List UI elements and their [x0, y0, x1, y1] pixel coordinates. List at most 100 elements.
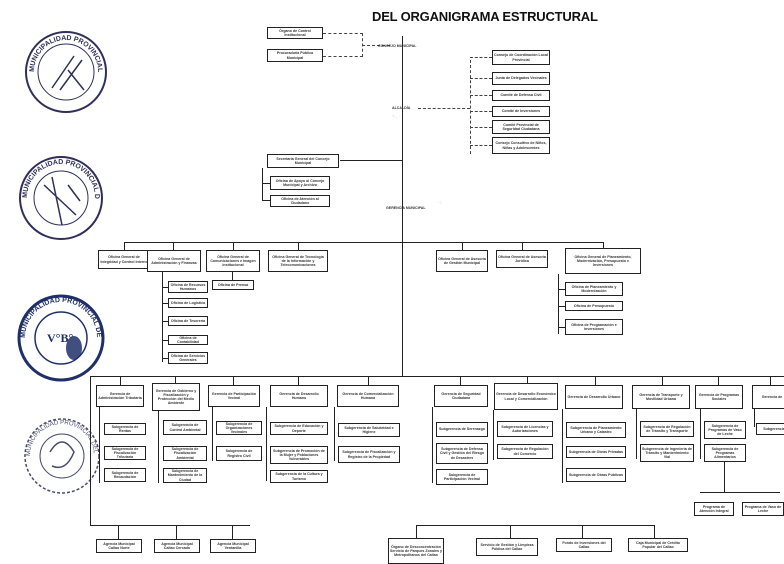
- box-subgerencia-obras-privadas: Subgerencia de Obras Privadas: [566, 446, 626, 458]
- connector-of-7: [603, 242, 604, 250]
- label-gerencia-municipal: GERENCIA MUNICIPAL: [386, 206, 426, 210]
- box-oficina-contabilidad: Oficina de Contabilidad: [168, 335, 208, 345]
- box-subgerencia-recaudacion: Subgerencia de Recaudación: [104, 468, 146, 482]
- box-oficina-servicios-generales: Oficina de Servicios Generales: [168, 352, 208, 364]
- box-junta-delegados: Junta de Delegados Vecinales: [492, 72, 550, 85]
- box-gerencia-comercializacion: Gerencia de Comercialización Humana: [337, 385, 399, 407]
- connector-g-2: [175, 376, 176, 385]
- seal-text: MUNICIPALIDAD PROVINCIAL DEL CALLAO: [24, 30, 103, 73]
- connector-sec-sub-2: [262, 200, 270, 201]
- box-servicio-limpieza: Servicio de Gestión y Limpieza Pública d…: [476, 538, 538, 556]
- box-oficina-comunicaciones: Oficina General de Comunicaciones e Imag…: [206, 250, 260, 272]
- box-oficina-apoyo-concejo: Oficina de Apoyo al Concejo Municipal y …: [270, 176, 330, 190]
- connector-control: [323, 33, 363, 34]
- connector-alcaldia-consult: [418, 108, 470, 109]
- connector-concejo: [362, 45, 390, 46]
- box-subgerencia-rentas: Subgerencia de Rentas: [104, 423, 146, 435]
- connector-oficinas-horizontal: [124, 242, 604, 243]
- box-subgerencia-mantenimiento: Subgerencia de Mantenimiento de la Ciuda…: [163, 468, 207, 483]
- connector-prensa: [232, 272, 233, 280]
- connector-b-1: [118, 525, 119, 539]
- box-subgerencia-licencias: Subgerencia de Licencias y Autorizacione…: [497, 421, 553, 437]
- connector-of-5: [462, 242, 463, 250]
- box-gerencia-partial: Gerencia de: [752, 385, 784, 409]
- box-subgerencia-regulacion-comercio: Subgerencia de Regulación del Comercio: [497, 444, 553, 459]
- box-oficina-presupuesto: Oficina de Presupuesto: [565, 301, 623, 311]
- box-oficina-planeamiento: Oficina General de Planeamiento, Moderni…: [565, 248, 641, 274]
- vb-mark: V°B°: [47, 331, 73, 345]
- box-oficina-asesoria-juridica: Oficina General de Asesoría Jurídica: [496, 250, 548, 268]
- box-subgerencia-ingenieria-transito: Subgerencia de Ingeniería de Tránsito y …: [640, 444, 694, 462]
- connector-admin-5: [162, 358, 168, 359]
- connector-g-8: [595, 376, 596, 385]
- svg-text:MUNICIPALIDAD PROVINCIAL DEL C: MUNICIPALIDAD PROVINCIAL DEL CALLAO: [24, 30, 103, 73]
- box-oficina-planeamiento-modernizacion: Oficina de Planeamiento y Modernización: [565, 282, 623, 296]
- box-comite-defensa-civil: Comité de Defensa Civil: [492, 90, 550, 101]
- box-oficina-rrhh: Oficina de Recursos Humanos: [168, 281, 208, 293]
- box-subgerencia-fiscalizacion-registro: Subgerencia de Fiscalización y Registro …: [338, 446, 400, 463]
- connector-g10-programs-h: [700, 492, 780, 493]
- label-concejo: CONCEJO MUNICIPAL: [378, 44, 417, 48]
- box-fondo-inversiones: Fondo de Inversiones del Callao: [556, 538, 612, 552]
- box-subgerencia-planeamiento-urbano: Subgerencia de Planeamiento Urbano y Cat…: [566, 422, 626, 438]
- connector-g9-sub: [636, 409, 637, 459]
- label-alcaldia: ALCALDÍA: [392, 106, 411, 110]
- connector-g-10: [718, 376, 719, 385]
- box-subgerencia-serenazgo: Subgerencia de Serenazgo: [436, 422, 488, 437]
- box-subgerencia-programas-alimentarios: Subgerencia de Programas Alimentarios: [704, 444, 746, 462]
- connector-consult-6: [470, 145, 492, 146]
- connector-g-4: [298, 376, 299, 385]
- box-oficina-administracion: Oficina General de Administración y Fina…: [147, 250, 201, 272]
- box-subgerencia-cultura: Subgerencia de la Cultura y Turismo: [270, 470, 328, 483]
- page-title: DEL ORGANIGRAMA ESTRUCTURAL: [372, 9, 598, 24]
- seal-vb-presupuesto: MUNICIPALIDAD PROVINCIAL DEL CALLAO V°B°: [16, 290, 106, 386]
- connector-g3-sub: [212, 407, 213, 461]
- box-subgerencia-educacion: Subgerencia de Educación y Deporte: [270, 422, 328, 435]
- connector-admin-4: [162, 340, 168, 341]
- box-subgerencia-partial: Subgerencia: [756, 423, 784, 435]
- connector-g-6: [460, 376, 461, 385]
- box-subgerencia-control-ambiental: Subgerencia de Control Ambiental: [163, 420, 207, 435]
- connector-admin-2: [162, 303, 168, 304]
- box-oficina-asesoria-gestion: Oficina General de Asesoría de Gestión M…: [436, 250, 488, 272]
- connector-admin-3: [162, 321, 168, 322]
- connector-g1-sub: [99, 407, 100, 483]
- connector-b-2: [176, 525, 177, 539]
- connector-consult-vertical: [470, 60, 471, 154]
- box-gerencia-administracion-tributaria: Gerencia de Administración Tributaria: [96, 385, 144, 407]
- connector-g8-sub: [562, 409, 563, 483]
- connector-consult-1: [470, 57, 492, 58]
- box-oficina-logistica: Oficina de Logística: [168, 298, 208, 308]
- box-gerencia-transporte: Gerencia de Transporte y Movilidad Urban…: [632, 385, 690, 409]
- connector-plan-1: [558, 289, 565, 290]
- box-consejo-coordinacion: Consejo de Coordinación Local Provincial: [492, 50, 550, 65]
- box-oficina-integridad: Oficina General de Integridad y Control …: [98, 250, 150, 269]
- box-organo-control: Órgano de Control Institucional: [267, 27, 323, 39]
- connector-consult-5: [470, 127, 492, 128]
- connector-g6-sub: [432, 407, 433, 483]
- box-oficina-tecnologia: Oficina General de Tecnología de la Info…: [268, 250, 328, 272]
- box-gerencia-desarrollo-humano: Gerencia de Desarrollo Humano: [270, 385, 328, 407]
- box-gerencia-participacion-vecinal: Gerencia de Participación Vecinal: [208, 385, 260, 407]
- connector-left-trunk: [90, 376, 91, 526]
- box-subgerencia-fiscalizacion-ambiental: Subgerencia de Fiscalización Ambiental: [163, 446, 207, 461]
- box-agencia-ventanilla: Agencia Municipal Ventanilla: [210, 539, 256, 553]
- box-caja-municipal: Caja Municipal de Crédito Popular del Ca…: [628, 538, 688, 552]
- connector-g11-sub: [754, 409, 755, 427]
- connector-g10-programs: [724, 462, 725, 492]
- box-gerencia-gobierno-fiscalizacion: Gerencia de Gobierno y Fiscalización y P…: [152, 383, 200, 411]
- box-comite-seguridad: Comité Provincial de Seguridad Ciudadana: [492, 120, 550, 134]
- box-oficina-programacion-inversiones: Oficina de Programación e Inversiones: [565, 319, 623, 335]
- connector-g4-sub: [266, 407, 267, 481]
- connector-gerencias-horizontal: [90, 376, 784, 377]
- connector-plan-2: [558, 306, 565, 307]
- connector-of-3: [233, 242, 234, 250]
- box-procuraduria: Procuraduría Pública Municipal: [267, 49, 323, 62]
- box-subgerencia-defensa-civil: Subgerencia de Defensa Civil y Gestión d…: [436, 443, 488, 464]
- connector-of-4: [298, 242, 299, 250]
- seal-municipality-1: MUNICIPALIDAD PROVINCIAL DEL CALLAO: [24, 30, 108, 114]
- connector-b-5: [510, 525, 511, 538]
- connector-g7-sub: [493, 410, 494, 460]
- connector-g-5: [368, 376, 369, 385]
- box-subgerencia-registro-civil: Subgerencia de Registro Civil: [216, 446, 262, 461]
